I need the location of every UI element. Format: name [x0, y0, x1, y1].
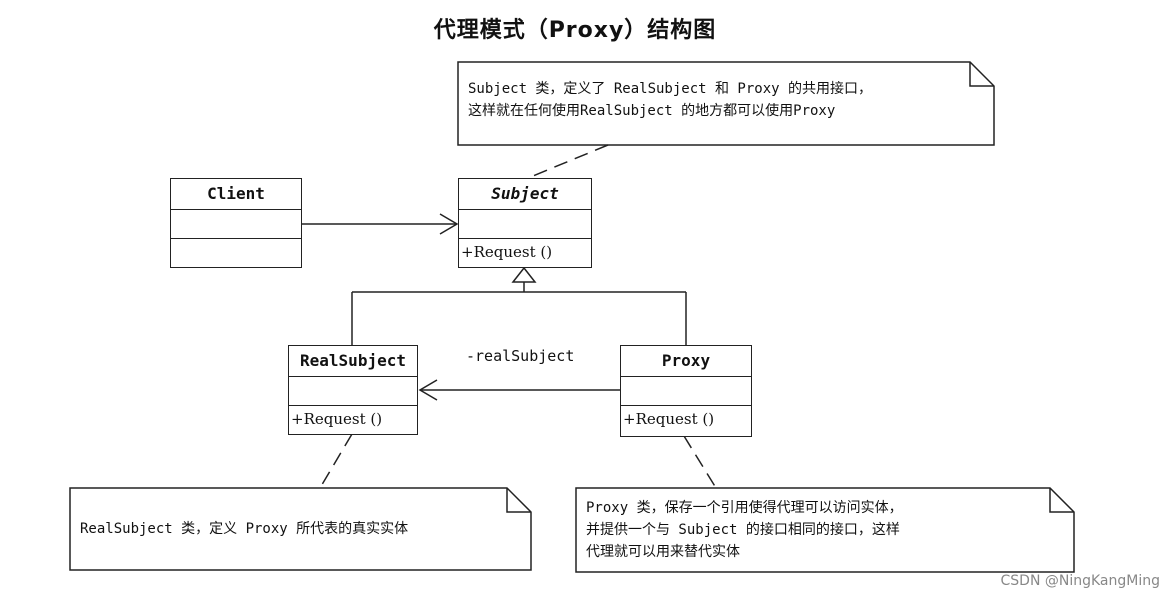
real-subject-note: RealSubject 类，定义 Proxy 所代表的真实实体	[80, 518, 408, 540]
proxy-note-line-3: 代理就可以用来替代实体	[586, 544, 740, 560]
subject-note-line-2: 这样就在任何使用RealSubject 的地方都可以使用Proxy	[468, 103, 836, 119]
subject-note-fold	[969, 62, 994, 87]
proxy-class[interactable]: Proxy +Request ()	[620, 345, 752, 437]
proxy-note: Proxy 类，保存一个引用使得代理可以访问实体， 并提供一个与 Subject…	[586, 497, 903, 563]
client-subject-arrow-head	[439, 213, 459, 235]
subject-note-shape	[457, 61, 995, 146]
proxy-note-fold	[1049, 488, 1074, 513]
diagram-title: 代理模式（Proxy）结构图	[433, 18, 717, 43]
real-subject-note-fold	[506, 488, 531, 513]
real-subject-class[interactable]: RealSubject +Request ()	[288, 345, 418, 435]
subject-class-name: Subject	[491, 184, 559, 203]
proxy-note-line-1: Proxy 类，保存一个引用使得代理可以访问实体，	[586, 500, 903, 516]
association-label: -realSubject	[466, 347, 575, 365]
proxy-operation: +Request ()	[621, 405, 751, 434]
subject-note-line-1: Subject 类，定义了 RealSubject 和 Proxy 的共用接口，	[468, 81, 873, 97]
subject-attributes	[459, 209, 591, 238]
client-operations	[171, 238, 301, 267]
proxy-attributes	[621, 376, 751, 405]
real-subject-note-connector	[319, 433, 353, 489]
subject-operation: +Request ()	[459, 238, 591, 267]
subject-note: Subject 类，定义了 RealSubject 和 Proxy 的共用接口，…	[468, 78, 872, 122]
generalization-triangle	[511, 266, 537, 283]
proxy-note-shape	[575, 487, 1075, 573]
proxy-class-name: Proxy	[661, 351, 711, 370]
real-subject-class-name: RealSubject	[300, 351, 406, 370]
client-class-name: Client	[207, 184, 265, 203]
proxy-note-line-2: 并提供一个与 Subject 的接口相同的接口，这样	[586, 522, 900, 538]
real-subject-operation: +Request ()	[289, 405, 417, 434]
watermark: CSDN @NingKangMing	[1000, 573, 1161, 589]
subject-class[interactable]: Subject +Request ()	[458, 178, 592, 268]
client-class[interactable]: Client	[170, 178, 302, 268]
association-arrow-head	[418, 379, 438, 401]
client-attributes	[171, 209, 301, 238]
real-subject-attributes	[289, 376, 417, 405]
subject-note-connector	[527, 144, 609, 179]
proxy-note-connector	[683, 435, 717, 489]
real-subject-note-shape	[69, 487, 532, 571]
real-subject-note-line-1: RealSubject 类，定义 Proxy 所代表的真实实体	[80, 521, 409, 537]
